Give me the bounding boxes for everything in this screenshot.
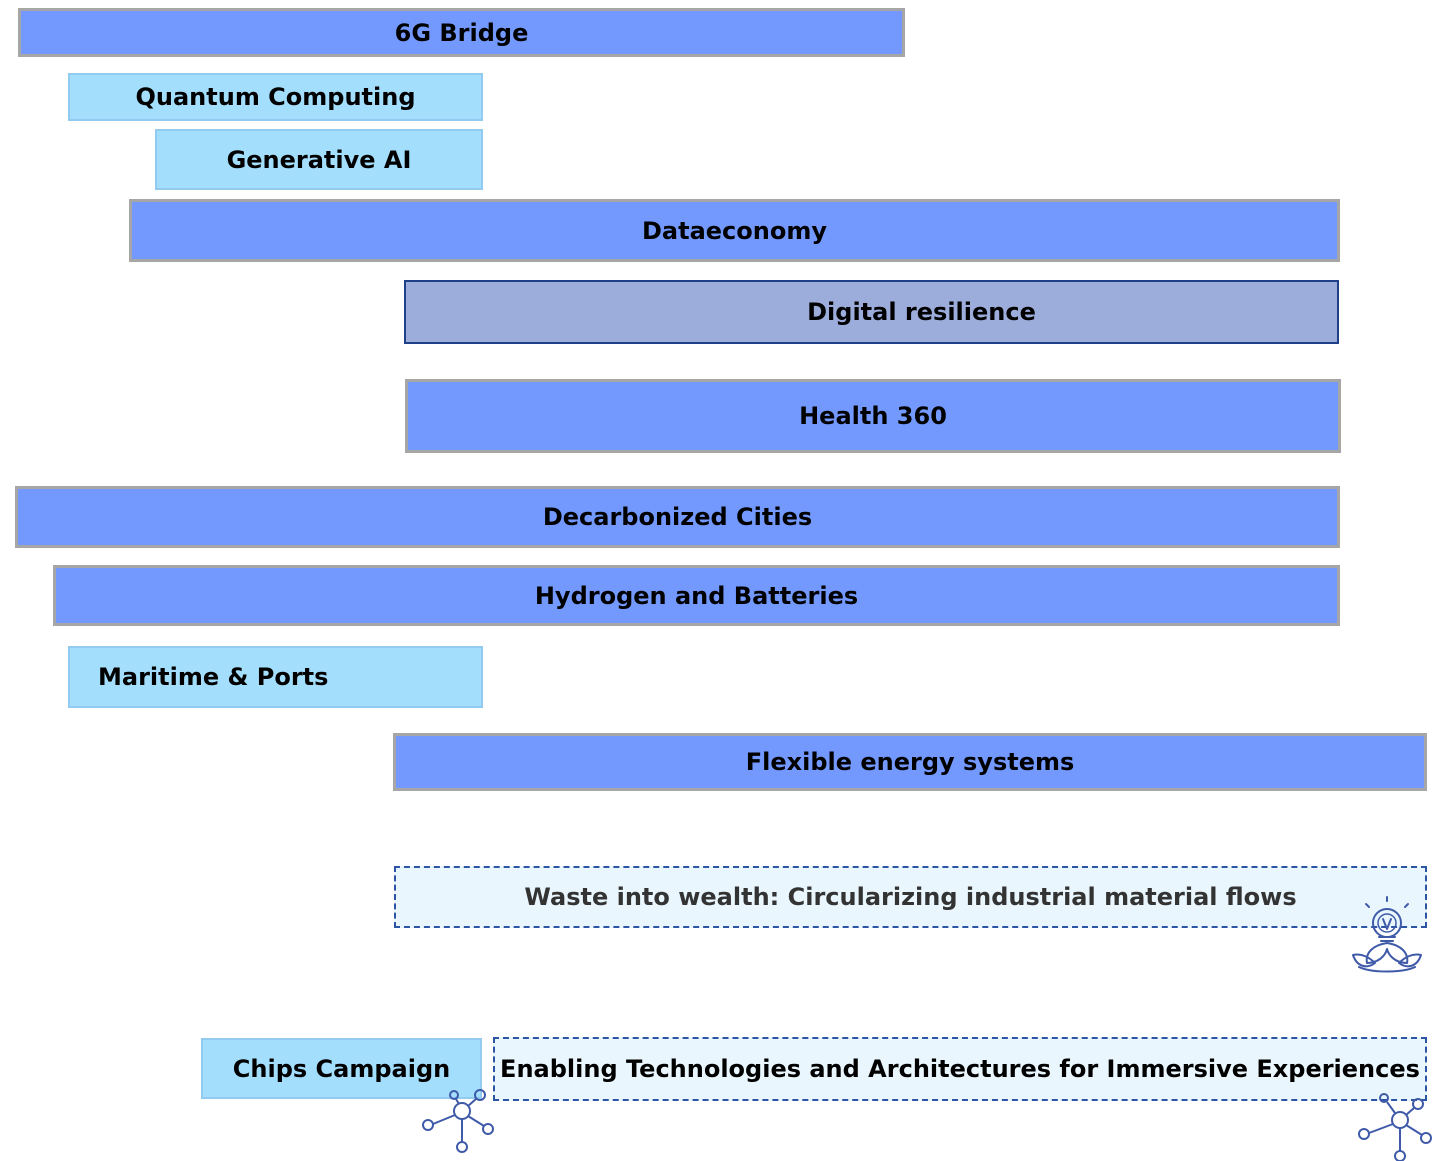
bar-waste-into-wealth: Waste into wealth: Circularizing industr… [394,866,1427,928]
bar-label: Hydrogen and Batteries [534,581,859,610]
bar-dataeconomy: Dataeconomy [129,199,1340,262]
bar-health-360: Health 360 [405,379,1341,453]
bar-label: Decarbonized Cities [542,503,813,531]
bar-generative-ai: Generative AI [155,129,483,190]
bar-hydrogen-and-batteries: Hydrogen and Batteries [53,565,1340,626]
bar-label: Flexible energy systems [745,748,1075,776]
bar-chips-campaign: Chips Campaign [201,1038,482,1099]
network-node-icon [422,1089,494,1153]
bar-label: Dataeconomy [641,216,827,245]
bar-label: Chips Campaign [232,1054,451,1083]
bar-maritime-ports: Maritime & Ports [68,646,483,708]
bar-label: Enabling Technologies and Architectures … [500,1055,1420,1083]
bar-label: Quantum Computing [135,83,416,111]
bar-label: Digital resilience [807,298,1036,326]
bar-label: Waste into wealth: Circularizing industr… [524,883,1297,911]
bar-quantum-computing: Quantum Computing [68,73,483,121]
bar-flexible-energy-systems: Flexible energy systems [393,733,1427,791]
lotus-lightbulb-icon [1352,896,1422,973]
bar-6g-bridge: 6G Bridge [18,8,905,57]
bar-label: Generative AI [226,145,412,174]
bar-label: Maritime & Ports [98,663,329,691]
bar-digital-resilience: Digital resilience [404,280,1339,344]
bar-decarbonized-cities: Decarbonized Cities [15,486,1340,548]
bar-label: 6G Bridge [394,18,529,47]
bar-enabling-technologies: Enabling Technologies and Architectures … [493,1037,1427,1101]
network-node-icon [1358,1093,1432,1161]
bar-label: Health 360 [799,402,947,430]
